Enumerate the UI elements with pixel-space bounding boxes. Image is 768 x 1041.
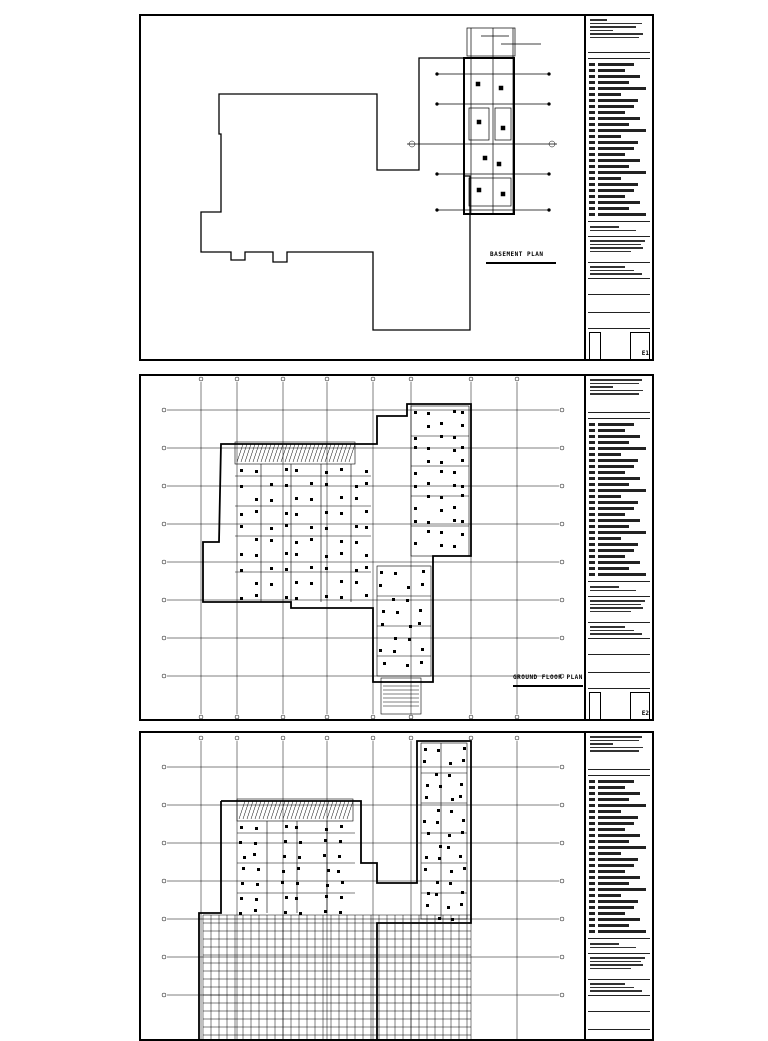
plan-title-underline (513, 685, 583, 687)
ground-floor-plan-drawing (161, 376, 565, 719)
sheet-number: E2 (641, 710, 649, 717)
basement-plan-drawing (200, 27, 557, 331)
title-block (584, 733, 652, 1039)
building-outline (198, 740, 472, 1039)
building-outline (200, 57, 471, 331)
drawing-sheet-upper-floor (139, 731, 654, 1041)
plan-title: BASEMENT PLAN (490, 251, 544, 258)
upper-floor-plan-drawing (161, 735, 565, 1039)
drawing-sheet-ground-floor: GROUND FLOOR PLAN E2 (139, 374, 654, 721)
drawing-sheet-basement: BASEMENT PLAN E1 (139, 14, 654, 361)
plan-title: GROUND FLOOR PLAN (513, 674, 583, 681)
sheet-number: E1 (641, 350, 649, 357)
basement-block (463, 57, 515, 215)
title-block (584, 376, 652, 720)
title-block (584, 16, 652, 360)
building-outline (202, 403, 472, 683)
plan-title-underline (486, 262, 556, 264)
